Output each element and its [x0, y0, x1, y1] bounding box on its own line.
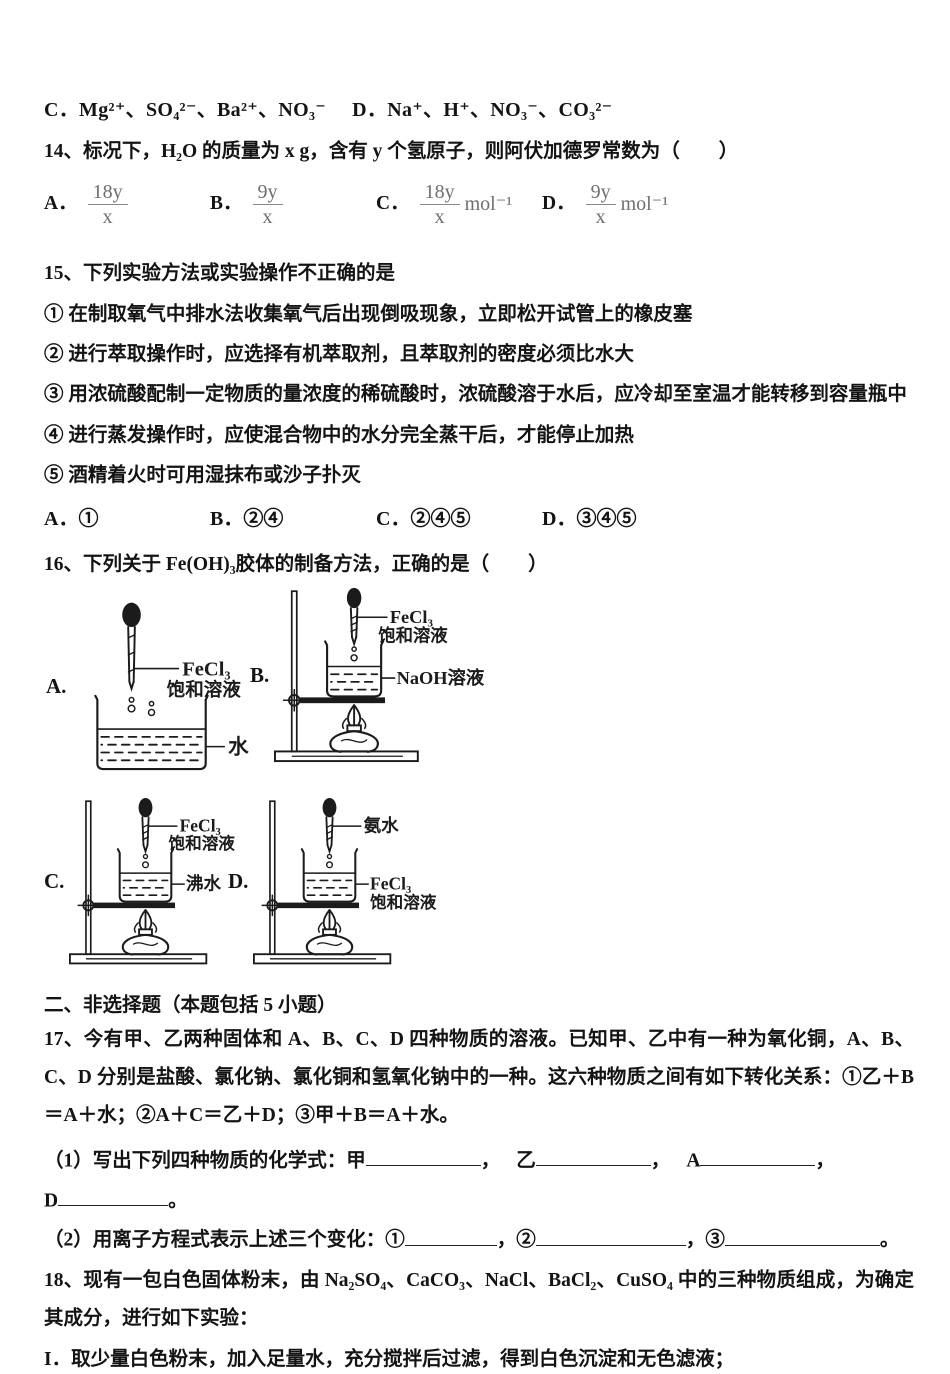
sub1-label-A: A [686, 1150, 701, 1172]
svg-text:饱和溶液: 饱和溶液 [169, 833, 236, 853]
unit: mol⁻¹ [620, 192, 669, 215]
svg-text:饱和溶液: 饱和溶液 [379, 625, 449, 645]
beaker-icon [301, 847, 359, 903]
option-letter: A． [44, 193, 78, 215]
section-2-heading: 二、非选择题（本题包括 5 小题） [44, 994, 337, 1016]
sub1-label-D: D [44, 1190, 59, 1212]
q15-statement-5: ⑤ 酒精着火时可用湿抹布或沙子扑灭 [44, 464, 361, 486]
separator: ， [685, 1229, 706, 1251]
question-16-stem: 16、下列关于 Fe(OH)₃胶体的制备方法，正确的是（ ） [44, 554, 548, 576]
q15-statement-1: ① 在制取氧气中排水法收集氧气后出现倒吸现象，立即松开试管上的橡皮塞 [44, 303, 693, 325]
dropper-icon [323, 797, 337, 855]
diagram-label-c: C. [44, 869, 65, 894]
q15-statement-2: ② 进行萃取操作时，应选择有机萃取剂，且萃取剂的密度必须比水大 [44, 343, 634, 365]
option-letter: B． [210, 193, 243, 215]
svg-text:FeCl₃: FeCl₃ [180, 815, 221, 835]
q15-option-a: A．① [44, 508, 99, 531]
q17-sub-question-1-line2: D。 [44, 1186, 914, 1215]
sub2-label-2: ② [516, 1229, 536, 1251]
alcohol-lamp-icon [306, 908, 354, 956]
answer-blank [58, 1186, 169, 1207]
option-d: D．Na⁺、H⁺、NO₃⁻、CO₃²⁻ [352, 99, 613, 121]
q17-sub-question-1: （1）写出下列四种物质的化学式：甲 ， 乙 ， A ， [44, 1146, 914, 1175]
sub2-prefix: （2）用离子方程式表示上述三个变化：① [44, 1229, 405, 1251]
separator: ， [650, 1150, 671, 1172]
period: 。 [168, 1190, 188, 1212]
dropper-icon [139, 797, 153, 855]
question-15-options: A．① B．②④ C．②④⑤ D．③④⑤ [44, 506, 914, 533]
question-18-stem: 18、现有一包白色固体粉末，由 Na₂SO₄、CaCO₃、NaCl、BaCl₂、… [44, 1270, 914, 1330]
sub2-label-3: ③ [705, 1229, 725, 1251]
svg-text:FeCl₃: FeCl₃ [390, 607, 434, 627]
answer-blank [535, 1225, 686, 1246]
svg-text:NaOH溶液: NaOH溶液 [397, 666, 485, 687]
q17-sub-question-2: （2）用离子方程式表示上述三个变化：①，②，③。 [44, 1225, 914, 1254]
answer-blank [700, 1146, 816, 1167]
separator: ， [815, 1150, 835, 1172]
question-15-stem: 15、下列实验方法或实验操作不正确的是 [44, 263, 396, 285]
answer-blank [404, 1225, 497, 1246]
q15-statement-4: ④ 进行蒸发操作时，应使混合物中的水分完全蒸干后，才能停止加热 [44, 424, 634, 446]
option-c: C．Mg²⁺、SO₄²⁻、Ba²⁺、NO₃⁻ [44, 99, 327, 121]
q18-step-1: I．取少量白色粉末，加入足量水，充分搅拌后过滤，得到白色沉淀和无色滤液； [44, 1349, 735, 1371]
question-17-stem: 17、今有甲、乙两种固体和 A、B、C、D 四种物质的溶液。已知甲、乙中有一种为… [44, 1028, 914, 1126]
beaker-icon [94, 694, 210, 770]
option-letter: C． [376, 193, 410, 215]
unit: mol⁻¹ [464, 192, 513, 215]
answer-blank [724, 1225, 880, 1246]
prev-question-options: C．Mg²⁺、SO₄²⁻、Ba²⁺、NO₃⁻ D．Na⁺、H⁺、NO₃⁻、CO₃²… [44, 97, 914, 124]
answer-blank [535, 1146, 651, 1167]
svg-text:饱和溶液: 饱和溶液 [167, 678, 242, 700]
alcohol-lamp-icon [329, 703, 380, 753]
svg-text:饱和溶液: 饱和溶液 [370, 892, 437, 912]
q15-option-c: C．②④⑤ [376, 508, 471, 531]
question-14-stem: 14、标况下，H₂O 的质量为 x g，含有 y 个氢原子，则阿伏加德罗常数为（… [44, 141, 739, 162]
alcohol-lamp-icon [122, 908, 170, 956]
svg-text:FeCl₃: FeCl₃ [370, 873, 411, 893]
q15-option-b: B．②④ [210, 508, 284, 531]
svg-text:水: 水 [229, 735, 250, 758]
diagram-label-d: D. [228, 869, 249, 894]
separator: ， [496, 1229, 517, 1251]
sub1-label-yi: 乙 [516, 1150, 536, 1172]
q15-statement-3: ③ 用浓硫酸配制一定物质的量浓度的稀硫酸时，浓硫酸溶于水后，应冷却至室温才能转移… [44, 384, 907, 406]
svg-text:沸水: 沸水 [186, 873, 221, 893]
beaker-icon [324, 639, 385, 697]
dropper-icon [347, 587, 362, 647]
svg-text:FeCl₃: FeCl₃ [183, 658, 231, 680]
q15-option-d: D．③④⑤ [542, 508, 637, 531]
separator: ， [480, 1150, 501, 1172]
option-letter: D． [542, 193, 576, 215]
svg-text:氨水: 氨水 [364, 815, 399, 835]
diagram-label-b: B. [250, 663, 270, 688]
answer-blank [365, 1146, 481, 1167]
dropper-icon [122, 602, 142, 713]
beaker-icon [117, 847, 175, 903]
sub1-prefix: （1）写出下列四种物质的化学式：甲 [44, 1150, 366, 1172]
diagram-label-a: A. [46, 674, 67, 699]
period: 。 [879, 1229, 900, 1251]
